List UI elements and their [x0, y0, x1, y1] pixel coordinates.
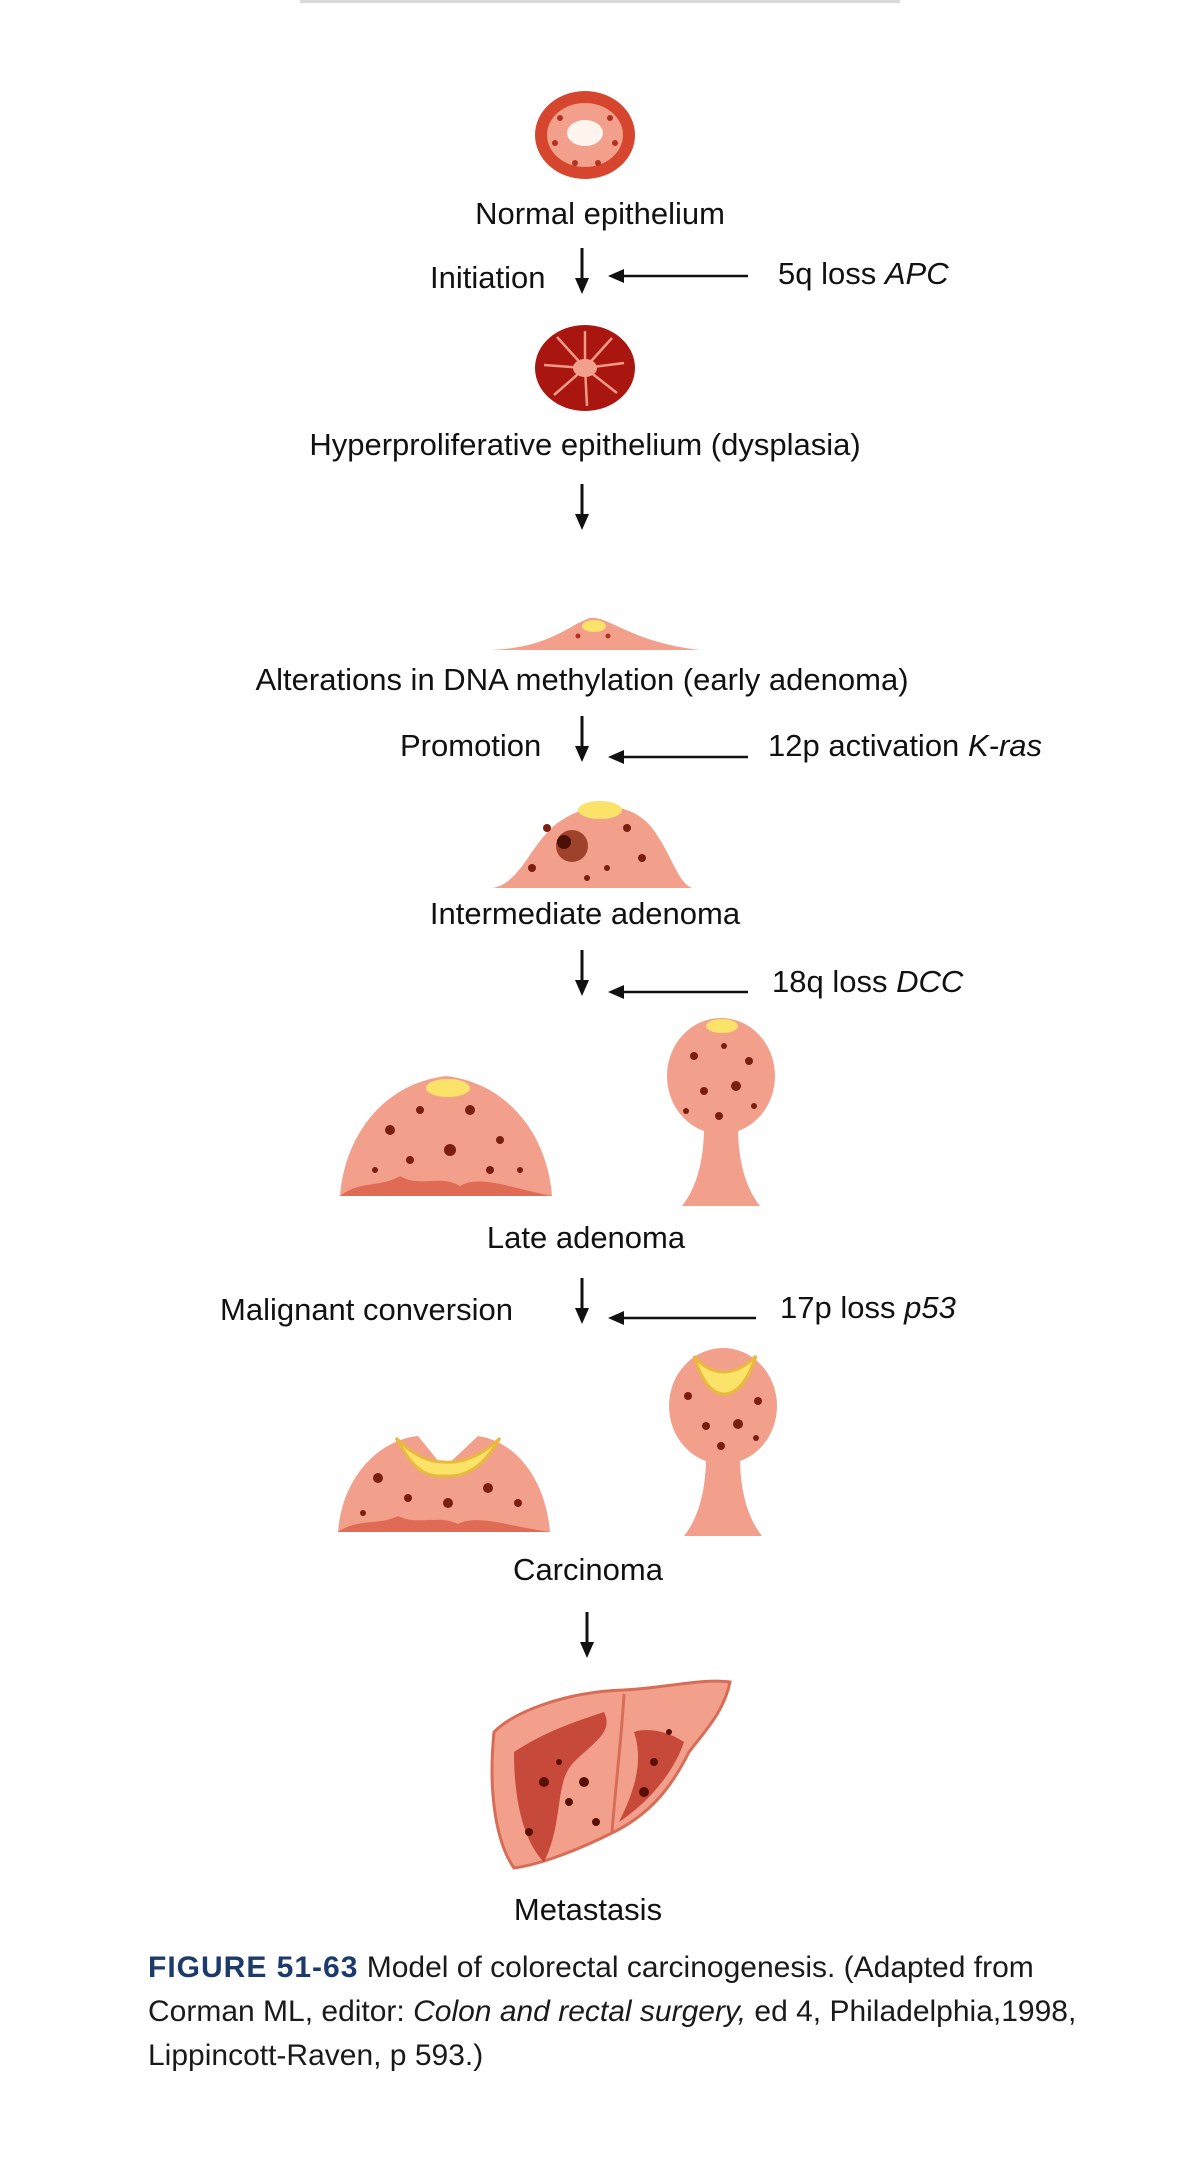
stage-label-carcinoma: Carcinoma [513, 1552, 663, 1587]
gene-label-p53: 17p loss p53 [780, 1290, 956, 1325]
stage-label-hyperproliferative: Hyperproliferative epithelium (dysplasia… [309, 427, 861, 462]
arrow-down-icon [575, 950, 589, 996]
stage-label-intermediate-adenoma: Intermediate adenoma [429, 896, 741, 931]
caption-book-title: Colon and rectal surgery, [413, 1995, 747, 2028]
arrow-down-icon [580, 1612, 594, 1658]
figure-number: FIGURE 51-63 [148, 1951, 359, 1984]
late-adenoma-sessile-illustration [340, 1076, 552, 1196]
arrow-down-icon [575, 484, 589, 530]
stage-label-early-adenoma: Alterations in DNA methylation (early ad… [255, 662, 909, 697]
arrow-left-icon [608, 1311, 756, 1325]
carcinoma-pedunculated-illustration [669, 1348, 777, 1536]
step-label-malignant-conversion: Malignant conversion [220, 1292, 513, 1327]
stage-label-metastasis: Metastasis [513, 1892, 663, 1927]
carcinoma-sessile-illustration [338, 1436, 550, 1532]
arrow-left-icon [608, 269, 748, 283]
gene-label-dcc: 18q loss DCC [772, 964, 964, 999]
arrow-down-icon [575, 716, 589, 762]
normal-epithelium-illustration [535, 91, 635, 179]
stage-label-normal: Normal epithelium [475, 196, 725, 231]
step-label-initiation: Initiation [430, 260, 546, 295]
top-edge-line [300, 0, 900, 3]
arrow-left-icon [608, 750, 748, 764]
arrow-down-icon [575, 248, 589, 294]
step-label-promotion: Promotion [400, 728, 542, 763]
figure-caption: FIGURE 51-63 Model of colorectal carcino… [148, 1946, 1138, 2078]
arrow-left-icon [608, 985, 748, 999]
caption-text-end: ed 4, Philadelphia,1998, Lippincott-Rave… [148, 1995, 1077, 2072]
early-adenoma-illustration [490, 617, 700, 650]
metastasis-liver-illustration [490, 1679, 732, 1870]
gene-label-apc: 5q loss APC [778, 256, 949, 291]
gene-label-kras: 12p activation K-ras [768, 728, 1043, 763]
hyperproliferative-epithelium-illustration [535, 325, 635, 411]
stage-label-late-adenoma: Late adenoma [486, 1220, 686, 1255]
intermediate-adenoma-illustration [492, 801, 692, 888]
caption-text: Model of colorectal carcinogenesis. (Ada… [148, 1951, 1034, 2028]
arrow-down-icon [575, 1278, 589, 1324]
late-adenoma-pedunculated-illustration [667, 1018, 775, 1206]
